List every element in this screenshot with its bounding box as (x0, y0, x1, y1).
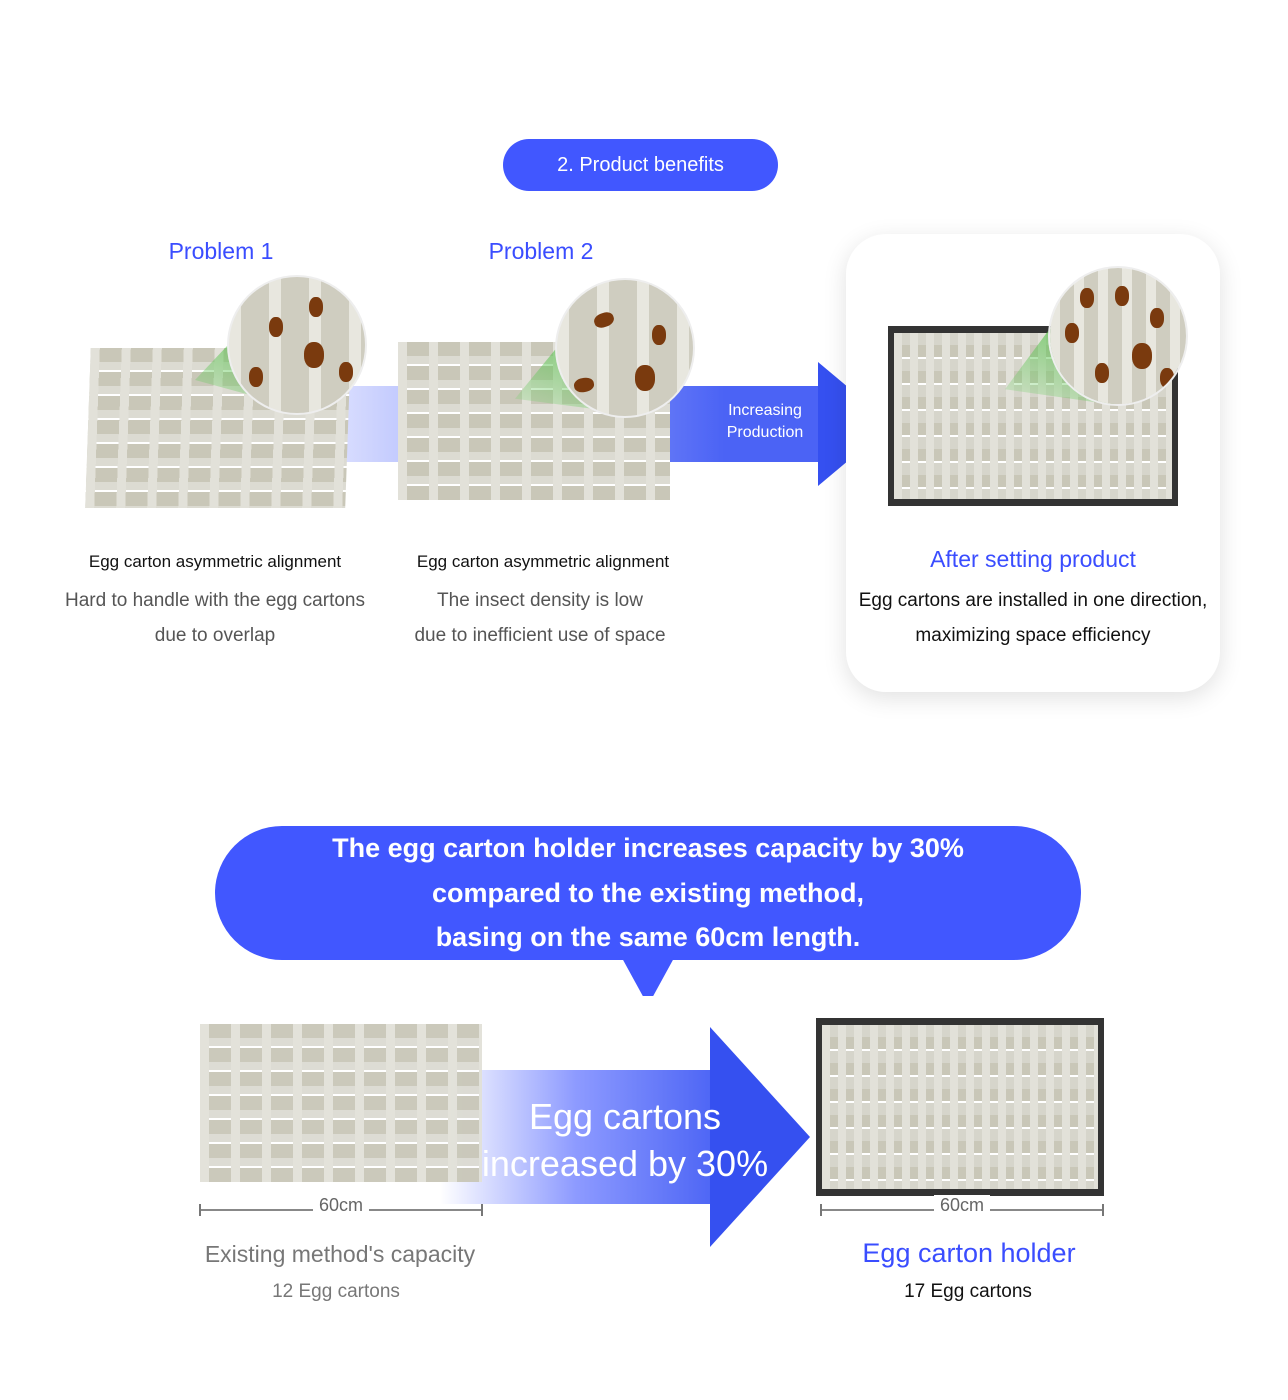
holder-measure-line: 60cm (820, 1195, 1104, 1216)
existing-measure-line: 60cm (199, 1195, 483, 1216)
insect-icon (249, 367, 263, 387)
capacity-speech-bubble: The egg carton holder increases capacity… (215, 826, 1081, 960)
capacity-increase-arrow: Egg cartons increased by 30% (440, 1027, 810, 1247)
insect-icon (1095, 363, 1109, 383)
arrow-text-line2: increased by 30% (481, 1143, 769, 1184)
problem-2-title: Problem 2 (488, 238, 594, 264)
measure-label: 60cm (312, 1195, 370, 1216)
holder-title: Egg carton holder (862, 1238, 1076, 1268)
egg-carton-holder-illustration (816, 1018, 1104, 1196)
insect-icon (1150, 308, 1164, 328)
solution-description: Egg cartons are installed in one directi… (836, 583, 1230, 653)
insect-icon (339, 362, 353, 382)
insect-icon (309, 297, 323, 317)
insect-icon (1080, 288, 1094, 308)
existing-title: Existing method's capacity (204, 1241, 476, 1267)
insect-icon (1115, 286, 1129, 306)
desc-line: Hard to handle with the egg cartons (65, 590, 365, 611)
solution-title: After setting product (930, 546, 1136, 572)
zoom-circle-insects (1050, 268, 1186, 404)
arrow-text: Increasing Production (690, 400, 840, 444)
zoom-circle-insects (557, 280, 693, 416)
insect-icon (304, 342, 324, 368)
section-header-pill: 2. Product benefits (503, 139, 778, 191)
holder-count: 17 Egg cartons (904, 1281, 1032, 1302)
insect-icon (1132, 343, 1152, 369)
insect-icon (1160, 368, 1174, 388)
arrow-text-line2: Production (726, 424, 804, 441)
insect-icon (572, 376, 596, 394)
bubble-line2: compared to the existing method, (431, 877, 865, 908)
zoom-circle-insects (229, 277, 365, 413)
problem-1-caption: Egg carton asymmetric alignment (88, 552, 342, 571)
desc-line: maximizing space efficiency (915, 625, 1151, 646)
desc-line: The insect density is low (437, 590, 643, 611)
arrow-head (710, 1027, 810, 1247)
bubble-tail (622, 958, 674, 996)
arrow-band (440, 1070, 712, 1204)
problem-2-description: The insect density is low due to ineffic… (355, 583, 725, 653)
desc-line: due to overlap (154, 625, 276, 646)
insect-icon (652, 325, 666, 345)
measure-label: 60cm (933, 1195, 991, 1216)
existing-count: 12 Egg cartons (272, 1281, 400, 1302)
insect-icon (592, 310, 616, 330)
problem-1-description: Hard to handle with the egg cartons due … (30, 583, 400, 653)
insect-icon (635, 365, 655, 391)
insect-icon (1065, 323, 1079, 343)
bubble-line1: The egg carton holder increases capacity… (332, 833, 964, 863)
problem-1-title: Problem 1 (168, 238, 274, 264)
arrow-text-line1: Egg cartons (528, 1096, 722, 1137)
insect-icon (269, 317, 283, 337)
problem-2-caption: Egg carton asymmetric alignment (416, 552, 670, 571)
arrow-text: Egg cartons increased by 30% (470, 1093, 780, 1187)
desc-line: Egg cartons are installed in one directi… (858, 590, 1208, 611)
bubble-line3: basing on the same 60cm length. (435, 922, 861, 952)
desc-line: due to inefficient use of space (414, 625, 666, 646)
arrow-text-line1: Increasing (728, 402, 802, 419)
existing-method-carton-illustration (200, 1024, 482, 1182)
